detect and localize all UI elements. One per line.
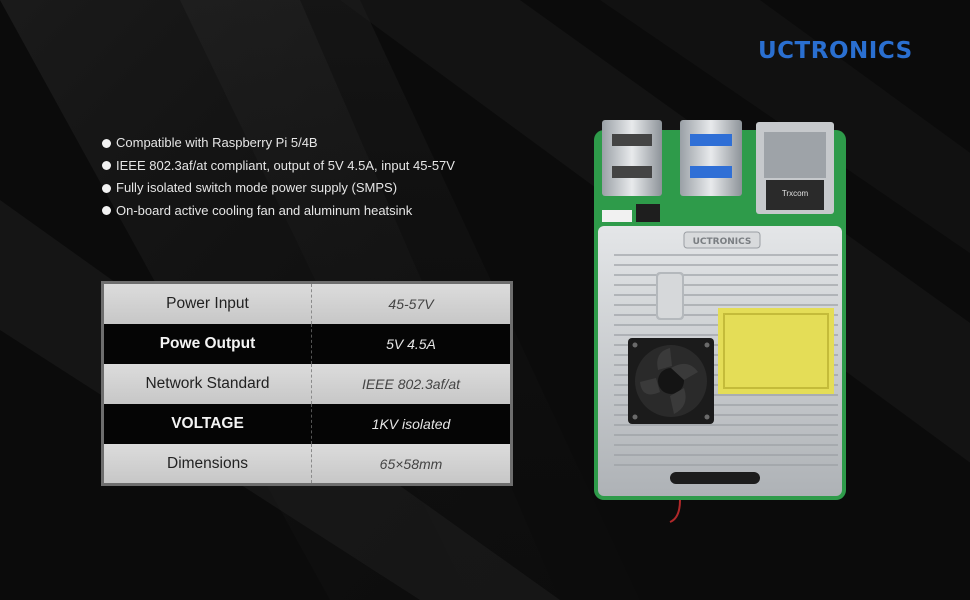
brand-logo: UCTRONICS — [758, 38, 913, 64]
feature-item: On-board active cooling fan and aluminum… — [102, 200, 455, 223]
spec-label: Network Standard — [104, 364, 312, 404]
fan-wire — [669, 499, 681, 523]
bullet-icon — [102, 183, 111, 193]
spec-row: Dimensions 65×58mm — [104, 444, 510, 483]
spec-row: Power Input 45-57V — [104, 284, 510, 324]
ethernet-jack-icon: Trxcom — [756, 122, 834, 214]
spec-label: Powe Output — [104, 324, 312, 364]
bullet-icon — [102, 206, 111, 216]
spec-table: Power Input 45-57V Powe Output 5V 4.5A N… — [101, 281, 513, 486]
feature-text: Compatible with Raspberry Pi 5/4B — [116, 135, 318, 150]
feature-text: Fully isolated switch mode power supply … — [116, 180, 398, 195]
chip-icon — [636, 204, 660, 222]
feature-text: On-board active cooling fan and aluminum… — [116, 202, 413, 218]
spec-value: 1KV isolated — [371, 416, 451, 432]
feature-item: Compatible with Raspberry Pi 5/4B — [102, 132, 455, 155]
feature-item: IEEE 802.3af/at compliant, output of 5V … — [102, 155, 455, 178]
capacitor-icon — [656, 272, 684, 320]
spec-label: VOLTAGE — [104, 404, 312, 444]
bullet-icon — [102, 138, 111, 148]
heatsink-logo: UCTRONICS — [693, 237, 752, 247]
spec-value: IEEE 802.3af/at — [361, 376, 461, 392]
connector-icon — [602, 210, 632, 222]
feature-list: Compatible with Raspberry Pi 5/4B IEEE 8… — [102, 132, 455, 222]
transformer-icon — [718, 308, 834, 394]
product-photo-board: Trxcom — [594, 120, 846, 523]
spec-label: Power Input — [104, 284, 312, 324]
fan-icon — [628, 338, 714, 424]
feature-item: Fully isolated switch mode power supply … — [102, 177, 455, 200]
usb3-port-icon — [680, 120, 742, 196]
bullet-icon — [102, 161, 111, 171]
ethernet-jack-label: Trxcom — [782, 189, 809, 198]
spec-value: 5V 4.5A — [386, 336, 436, 352]
usb-port-icon — [602, 120, 662, 196]
spec-label: Dimensions — [104, 444, 312, 483]
spec-row: VOLTAGE 1KV isolated — [104, 404, 510, 444]
spec-value: 65×58mm — [379, 455, 443, 472]
feature-text: IEEE 802.3af/at compliant, output of 5V … — [116, 157, 455, 173]
spec-row: Powe Output 5V 4.5A — [104, 324, 510, 364]
spec-row: Network Standard IEEE 802.3af/at — [104, 364, 510, 404]
spec-value: 45-57V — [388, 296, 434, 312]
